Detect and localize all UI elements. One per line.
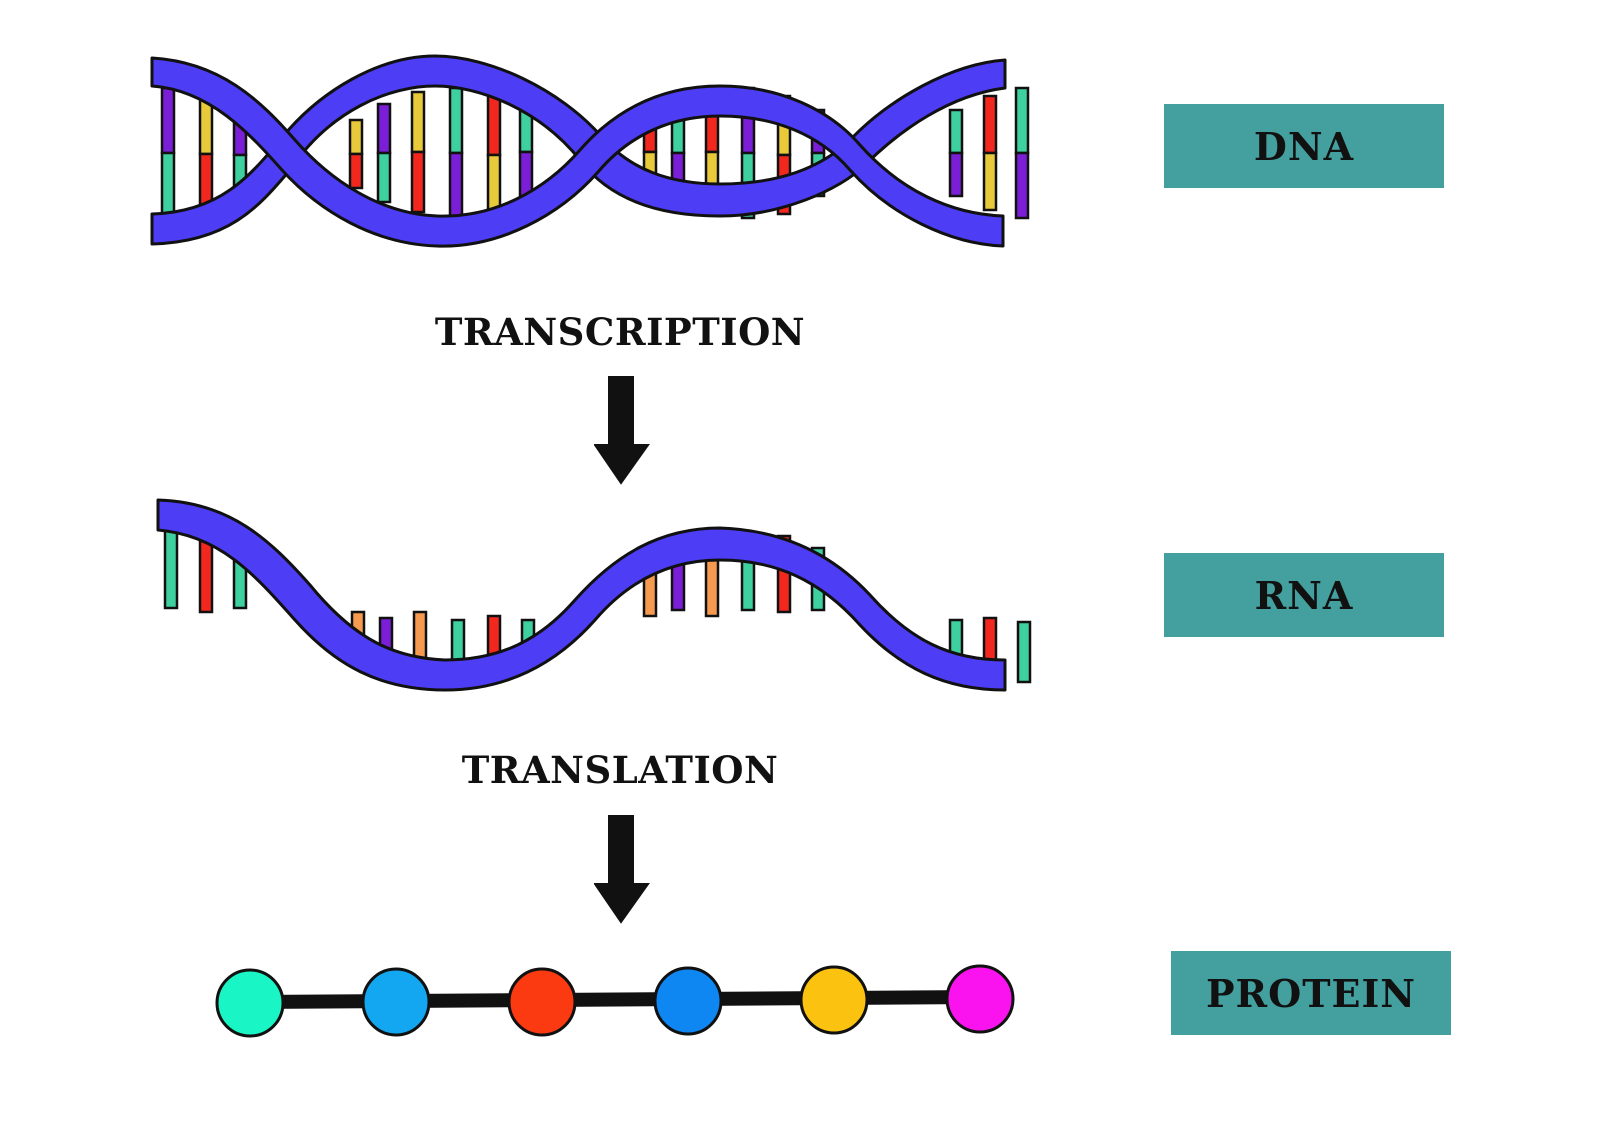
amino-acid-bead: [799, 965, 869, 1035]
dna-base: [948, 151, 964, 198]
amino-acid-bead: [507, 967, 577, 1037]
transcription-label: TRANSCRIPTION: [434, 310, 806, 354]
dna-base: [376, 151, 392, 204]
amino-acid-bead: [653, 966, 723, 1036]
protein-label: PROTEIN: [1171, 951, 1451, 1035]
dna-label: DNA: [1164, 104, 1444, 188]
arrow-down-icon: [594, 815, 650, 924]
dna-base: [982, 151, 998, 212]
rna-label: RNA: [1164, 553, 1444, 637]
translation-label: TRANSLATION: [461, 748, 779, 792]
amino-acid-bead: [945, 964, 1015, 1034]
peptide-bond-line: [249, 990, 981, 1009]
rna-backbone: [156, 498, 1007, 692]
arrow-down-icon: [594, 376, 650, 485]
rna-label-text: RNA: [1254, 572, 1354, 618]
rna-base: [1016, 620, 1032, 684]
dna-front-strand: [150, 56, 1005, 248]
dna-base: [1014, 151, 1030, 220]
dna-label-text: DNA: [1253, 123, 1355, 169]
dna-base: [410, 150, 426, 214]
protein-label-text: PROTEIN: [1205, 970, 1416, 1016]
dna-base: [348, 152, 364, 190]
amino-acid-bead: [361, 967, 431, 1037]
amino-acid-bead: [215, 968, 285, 1038]
